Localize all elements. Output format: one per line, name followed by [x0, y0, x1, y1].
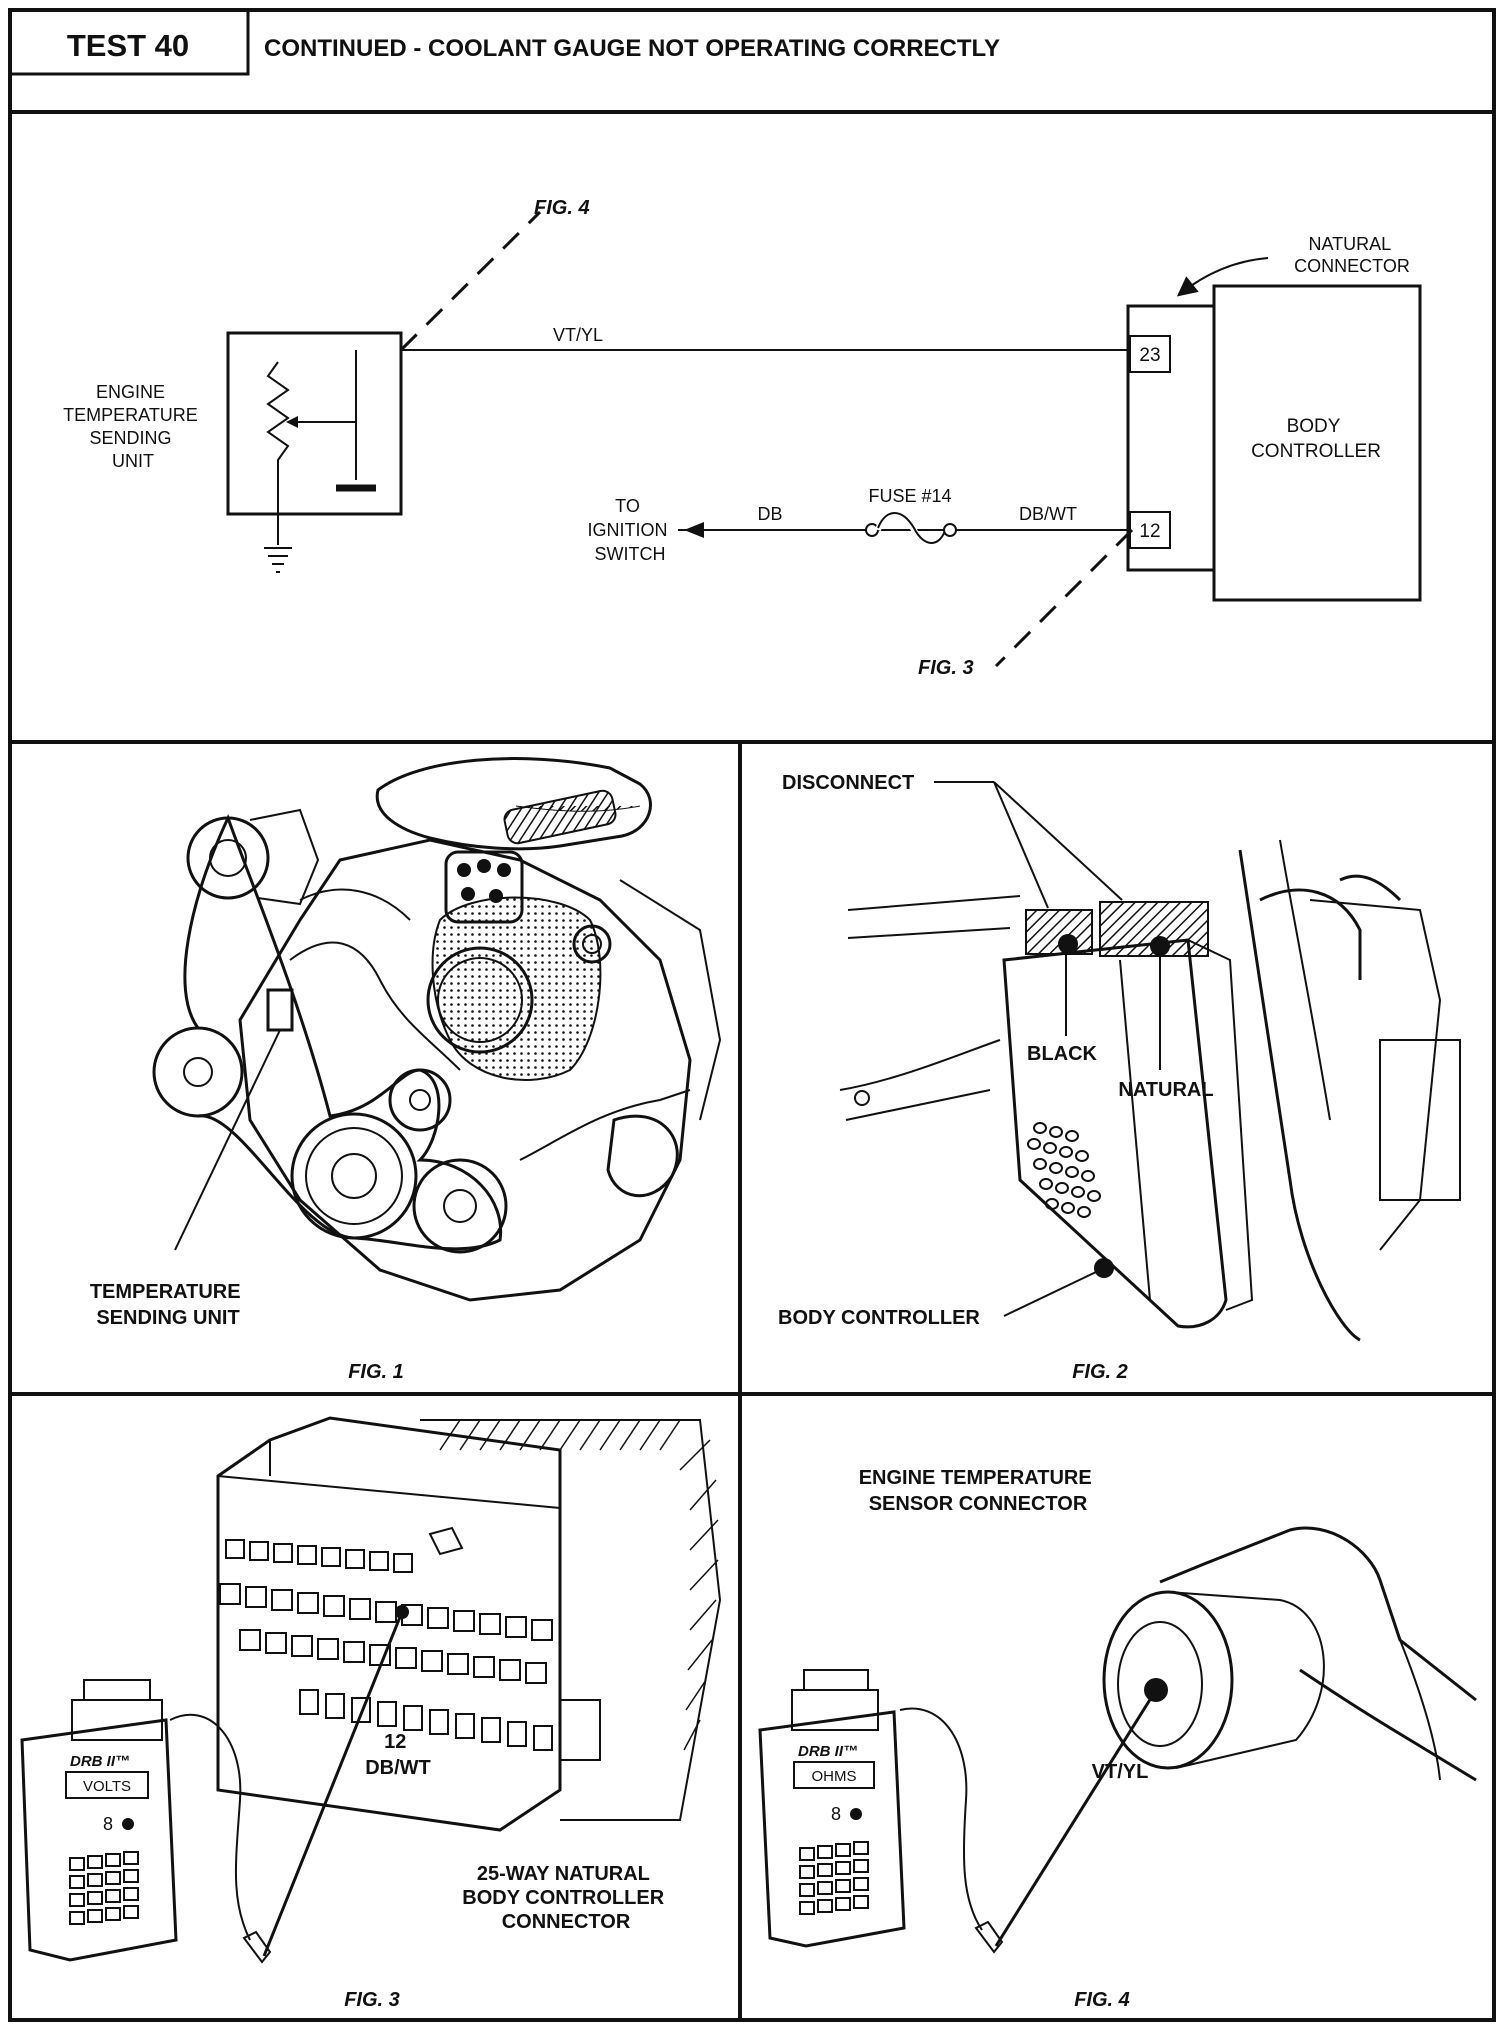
- fig1-callout-line: [174, 1029, 281, 1251]
- fig2-black-label: BLACK: [1027, 1043, 1098, 1065]
- distributor: [444, 850, 524, 924]
- pin-row-lower: [239, 1629, 547, 1684]
- svg-text:8: 8: [103, 1814, 113, 1834]
- ignition-switch-label: TO IGNITION SWITCH: [587, 496, 672, 564]
- resistor-symbol: [266, 361, 290, 545]
- fig1-callout-label: TEMPERATURE SENDING UNIT: [90, 1281, 246, 1329]
- natural-connector-label: NATURAL CONNECTOR: [1294, 234, 1410, 276]
- meter-display: [65, 1771, 149, 1799]
- fig4-sensor-illustration: ENGINE TEMPERATURE SENSOR CONNECTOR VT/Y…: [758, 1467, 1477, 2011]
- probe-lead: [262, 1611, 404, 1957]
- disconnect-leader-1: [993, 781, 1049, 909]
- drb-meter-ohms: DRB II™ OHMS 8: [758, 1669, 906, 1948]
- pin-23-box: [1129, 335, 1171, 373]
- fig4-meter-lead: [899, 1707, 983, 1931]
- test-label-box: [8, 8, 250, 76]
- body-controller-housing: [1002, 938, 1228, 1329]
- fig2-natural-label: NATURAL: [1118, 1079, 1213, 1101]
- meter-lead: [169, 1713, 251, 1941]
- fig3-leader: [994, 528, 1134, 668]
- probe-tip: [242, 1930, 272, 1964]
- wire-db-label: DB: [757, 504, 782, 524]
- connector-arrow: [1176, 257, 1269, 297]
- fig3-connector-illustration: DRB II™ VOLTS 8 12 DB/WT 25-WAY NATURAL …: [20, 1416, 722, 2011]
- fuse-symbol: [877, 512, 947, 544]
- page-title: CONTINUED - COOLANT GAUGE NOT OPERATING …: [264, 35, 1000, 62]
- pin-row-base: [299, 1689, 553, 1751]
- header: TEST 40 CONTINUED - COOLANT GAUGE NOT OP…: [8, 8, 1000, 76]
- fig4-ref: FIG. 4: [534, 197, 590, 219]
- fig4-wire-label: VT/YL: [1092, 1761, 1149, 1783]
- crank-pulley: [290, 1112, 418, 1240]
- test-label: TEST 40: [67, 28, 189, 63]
- fig4-title: ENGINE TEMPERATURE SENSOR CONNECTOR: [859, 1467, 1098, 1515]
- meter-mode: VOLTS: [83, 1778, 131, 1795]
- temperature-sending-unit: [266, 988, 294, 1032]
- fig4-meter-brand: DRB II™: [798, 1743, 858, 1760]
- wiring-schematic: ENGINE TEMPERATURE SENDING UNIT VT/YL FI…: [63, 197, 1422, 679]
- pin-row-bottom: [219, 1583, 553, 1641]
- pin-row-top: [225, 1539, 413, 1573]
- harness: [1259, 888, 1362, 980]
- valve-cover: [431, 896, 602, 1081]
- drb-meter-volts: DRB II™ VOLTS 8: [20, 1679, 178, 1962]
- svg-text:8: 8: [831, 1804, 841, 1824]
- ac-compressor: [412, 1158, 508, 1254]
- fig3-ref: FIG. 3: [918, 657, 974, 679]
- intake-manifold: [375, 757, 652, 851]
- fig2-disconnect-label: DISCONNECT: [782, 772, 914, 794]
- fig4-meter-display: [793, 1761, 875, 1789]
- fig4-meter-mode: OHMS: [812, 1768, 857, 1785]
- ps-pulley: [152, 1026, 244, 1118]
- fig4-leader: [399, 210, 542, 352]
- sending-unit-box: [226, 331, 403, 516]
- fig3-connector-label: 25-WAY NATURAL BODY CONTROLLER CONNECTOR: [462, 1863, 669, 1933]
- pin-12-label: 12: [1139, 521, 1160, 542]
- engine-block: [238, 838, 692, 1302]
- sending-unit-label: ENGINE TEMPERATURE SENDING UNIT: [63, 382, 203, 471]
- disconnect-leader-2: [993, 781, 1123, 901]
- fig3-caption: FIG. 3: [344, 1989, 400, 2011]
- ground-symbol: [264, 547, 292, 573]
- fig3-pin-label: 12 DB/WT: [365, 1731, 431, 1779]
- wire-vt-yl-label: VT/YL: [553, 325, 603, 345]
- fig1-caption: FIG. 1: [348, 1361, 404, 1383]
- oil-cap: [572, 924, 612, 964]
- fig2-body-controller-label: BODY CONTROLLER: [778, 1307, 980, 1329]
- fig1-engine-illustration: TEMPERATURE SENDING UNIT FIG. 1: [90, 757, 722, 1383]
- pin-23-label: 23: [1139, 345, 1160, 366]
- ignition-arrow: [684, 522, 704, 538]
- fig4-probe-lead: [994, 1689, 1158, 1947]
- fuse-label: FUSE #14: [868, 486, 951, 506]
- serpentine-belt: [183, 814, 503, 1251]
- body-controller-label: BODY CONTROLLER: [1251, 416, 1381, 462]
- wire-dbwt-label: DB/WT: [1019, 504, 1077, 524]
- meter-brand: DRB II™: [70, 1753, 130, 1770]
- fig2-caption: FIG. 2: [1072, 1361, 1128, 1383]
- body-controller-box: [1212, 284, 1422, 602]
- vent-holes: [1027, 1122, 1101, 1218]
- fig4-caption: FIG. 4: [1074, 1989, 1130, 2011]
- page-frame: [8, 8, 1496, 2022]
- fig2-body-controller-illustration: DISCONNECT BLACK NATURAL BODY CONTROLLER…: [778, 772, 1461, 1383]
